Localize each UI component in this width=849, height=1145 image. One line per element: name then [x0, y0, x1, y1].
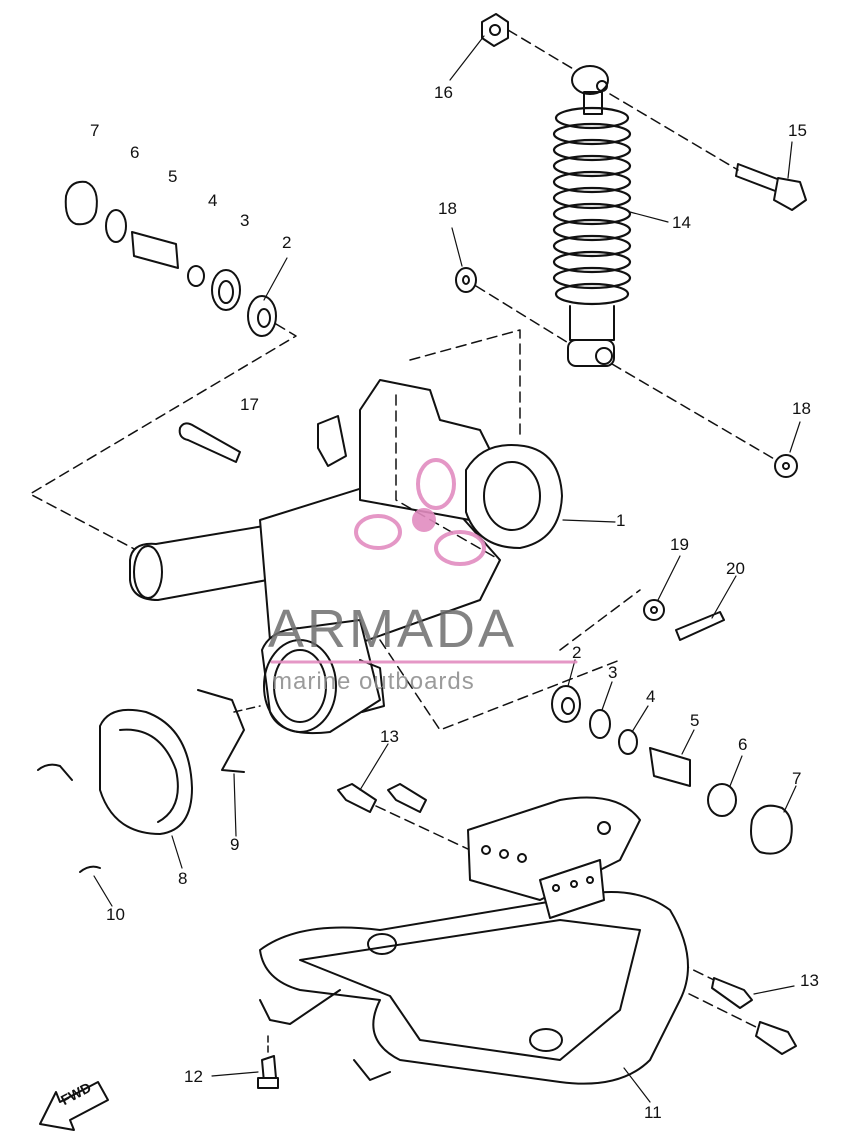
callout-18-right: 18: [792, 399, 811, 418]
watermark-logo: [354, 458, 486, 566]
callout-6-right: 6: [738, 735, 748, 754]
callout-4-top: 4: [208, 191, 218, 210]
callout-17: 17: [240, 395, 259, 414]
callout-10: 10: [106, 905, 125, 924]
callout-6-top: 6: [130, 143, 140, 162]
watermark-tagline: marine outboards: [272, 668, 475, 695]
callout-11: 11: [644, 1103, 662, 1122]
callout-2-right: 2: [572, 643, 582, 662]
callout-13-left: 13: [380, 727, 399, 746]
callout-19: 19: [670, 535, 689, 554]
callout-18-left: 18: [438, 199, 457, 218]
callout-1: 1: [616, 511, 626, 530]
callout-14: 14: [672, 213, 691, 232]
top-nut: [481, 13, 509, 47]
callout-15: 15: [788, 121, 807, 140]
shock-absorber: [552, 65, 632, 367]
leader-lines: [93, 35, 801, 1103]
callout-3-right: 3: [608, 663, 618, 682]
drum-cover: [99, 708, 193, 835]
callout-4-right: 4: [646, 687, 656, 706]
top-bolt: [735, 163, 807, 211]
callout-9: 9: [230, 835, 240, 854]
callout-2-top: 2: [282, 233, 292, 252]
callout-8: 8: [178, 869, 188, 888]
callout-12: 12: [184, 1067, 203, 1086]
pivot-parts-right: [551, 685, 793, 855]
watermark-wordmark: ARMADA: [268, 599, 518, 659]
callout-5-top: 5: [168, 167, 178, 186]
callout-5-right: 5: [690, 711, 700, 730]
callout-20: 20: [726, 559, 745, 578]
callout-7-top: 7: [90, 121, 100, 140]
callout-7-right: 7: [792, 769, 802, 788]
frame: [259, 796, 689, 1085]
callout-16: 16: [434, 83, 453, 102]
pivot-parts-top: [64, 180, 277, 337]
bolt-17: [178, 422, 241, 463]
swing-arm: [129, 379, 563, 735]
callout-13-right: 13: [800, 971, 819, 990]
fwd-arrow: [39, 1081, 109, 1131]
callout-3-top: 3: [240, 211, 250, 230]
